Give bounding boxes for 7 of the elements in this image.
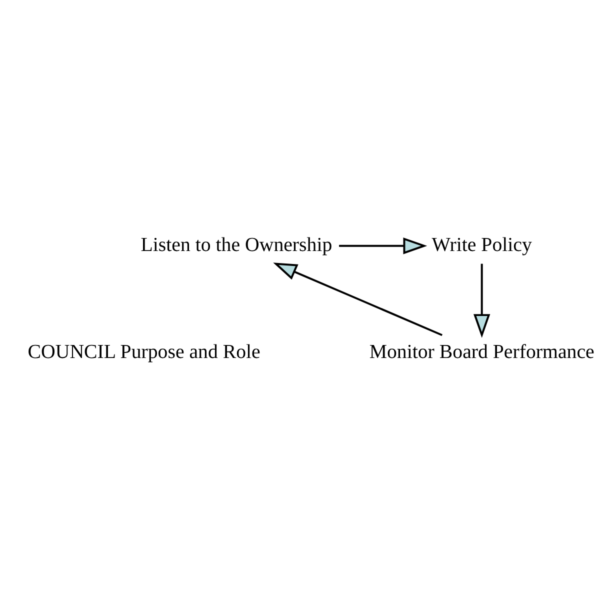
node-text: Write Policy [432,234,532,256]
label: COUNCIL Purpose and Role [28,341,260,364]
node-text: Monitor Board Performance [369,341,594,364]
arrow [339,238,428,254]
arrow [273,262,442,336]
node-text: Listen to the Ownership [140,234,332,256]
arrow [474,264,490,338]
